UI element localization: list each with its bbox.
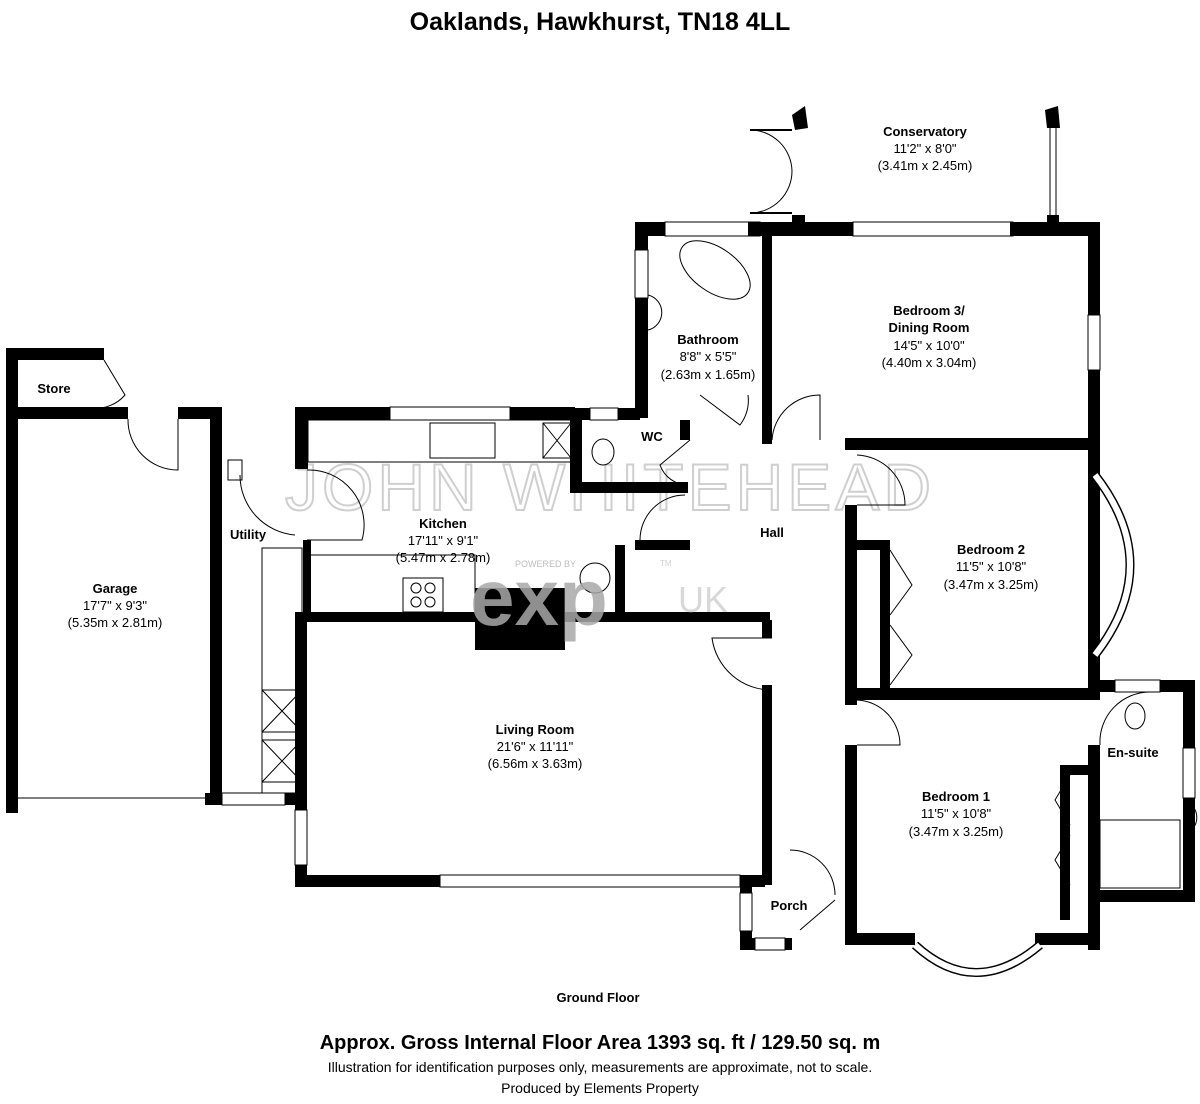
bedroom1-imperial: 11'5" x 10'8"	[921, 806, 992, 821]
conservatory-imperial: 11'2" x 8'0"	[893, 141, 956, 156]
kitchen-name: Kitchen	[419, 516, 467, 531]
ensuite-toilet-icon	[1124, 702, 1146, 730]
living-room-metric: (6.56m x 3.63m)	[488, 756, 583, 771]
bedroom1-metric: (3.47m x 3.25m)	[909, 824, 1004, 839]
exp-logo: POWERED BY exp UK TM	[470, 553, 728, 642]
wc-name: WC	[641, 429, 663, 444]
porch-name: Porch	[771, 898, 808, 913]
floor-area: Approx. Gross Internal Floor Area 1393 s…	[320, 1032, 881, 1054]
fixtures	[261, 240, 1198, 889]
hall-name: Hall	[760, 525, 784, 540]
bathroom-metric: (2.63m x 1.65m)	[661, 367, 756, 382]
living-room-imperial: 21'6" x 11'11"	[497, 739, 574, 754]
logo-tm: TM	[660, 559, 672, 568]
garage-metric: (5.35m x 2.81m)	[68, 615, 163, 630]
bedroom3-name2: Dining Room	[889, 320, 970, 335]
chimney-breast	[475, 588, 565, 650]
garage-imperial: 17'7" x 9'3"	[83, 598, 147, 613]
bathroom-name: Bathroom	[677, 332, 738, 347]
producer: Produced by Elements Property	[501, 1080, 699, 1096]
conservatory-metric: (3.41m x 2.45m)	[878, 158, 973, 173]
toilet-icon	[591, 438, 615, 466]
ensuite-name: En-suite	[1107, 745, 1158, 760]
store-name: Store	[37, 381, 70, 396]
shower-icon	[1099, 819, 1181, 889]
doors	[91, 359, 1151, 931]
kitchen-imperial: 17'11" x 9'1"	[408, 533, 479, 548]
walls	[6, 221, 1196, 977]
logo-powered-by: POWERED BY	[515, 559, 576, 569]
bedroom3-imperial: 14'5" x 10'0"	[893, 338, 965, 353]
disclaimer: Illustration for identification purposes…	[328, 1059, 872, 1075]
page-title: Oaklands, Hawkhurst, TN18 4LL	[410, 8, 791, 36]
logo-region: UK	[678, 579, 728, 620]
bedroom3-metric: (4.40m x 3.04m)	[882, 355, 977, 370]
logo-brand: exp	[470, 553, 608, 642]
bedroom2-name: Bedroom 2	[957, 542, 1025, 557]
living-room-name: Living Room	[496, 722, 575, 737]
bedroom3-name: Bedroom 3/	[893, 303, 965, 318]
bedroom2-imperial: 11'5" x 10'8"	[956, 559, 1027, 574]
bathroom-imperial: 8'8" x 5'5"	[680, 349, 737, 364]
utility-name: Utility	[230, 527, 267, 542]
room-labels: Conservatory 11'2" x 8'0" (3.41m x 2.45m…	[37, 124, 1158, 913]
sink-icon	[429, 422, 496, 459]
floor-label: Ground Floor	[556, 990, 639, 1005]
kitchen-metric: (5.47m x 2.78m)	[396, 550, 491, 565]
hob-icon	[402, 577, 444, 613]
garage-name: Garage	[93, 581, 138, 596]
bath-icon	[679, 240, 751, 300]
bedroom2-metric: (3.47m x 3.25m)	[944, 577, 1039, 592]
basin-icon	[647, 294, 663, 331]
conservatory-name: Conservatory	[883, 124, 968, 139]
bedroom1-name: Bedroom 1	[922, 789, 990, 804]
